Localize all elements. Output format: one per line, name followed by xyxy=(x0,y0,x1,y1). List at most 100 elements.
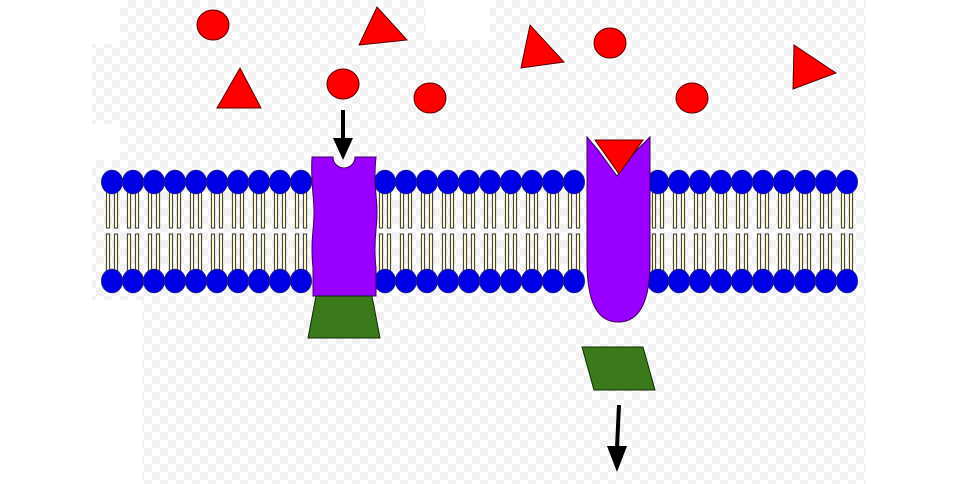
lipid-tail xyxy=(798,233,804,274)
lipid-tail xyxy=(420,233,426,274)
inner-leaflet-heads xyxy=(101,268,858,294)
lipid-tail xyxy=(735,189,741,229)
blank-left-bottom xyxy=(92,300,142,484)
ligand-triangle xyxy=(792,44,838,90)
lipid-head-outer xyxy=(416,169,438,195)
lipid-tail xyxy=(672,189,678,229)
ligand-triangle xyxy=(216,66,262,109)
lipid-tail xyxy=(176,189,182,229)
lipid-tail xyxy=(659,189,665,229)
effector-attached xyxy=(307,295,381,339)
lipid-tail xyxy=(483,233,489,274)
lipid-tail xyxy=(785,189,791,229)
lipid-tail xyxy=(764,189,770,229)
lipid-tail xyxy=(189,189,195,229)
lipid-tail xyxy=(218,233,224,274)
lipid-tail xyxy=(672,233,678,274)
lipid-tail xyxy=(722,189,728,229)
lipid-tail xyxy=(294,233,300,274)
lipid-tail xyxy=(525,189,531,229)
lipid-head-outer xyxy=(710,169,732,195)
lipid-tail xyxy=(525,233,531,274)
lipid-head-outer xyxy=(689,169,711,195)
lipid-head-inner xyxy=(479,268,501,294)
receptor-right-body xyxy=(586,135,651,323)
lipid-head-outer xyxy=(227,169,249,195)
lipid-tail xyxy=(407,189,413,229)
lipid-tail xyxy=(819,233,825,274)
lipid-head-inner xyxy=(290,268,312,294)
lipid-tail xyxy=(470,189,476,229)
lipid-tail xyxy=(113,189,119,229)
lipid-tail xyxy=(210,189,216,229)
lipid-head-inner xyxy=(836,268,858,294)
lipid-head-inner xyxy=(143,268,165,294)
lipid-tail xyxy=(533,233,539,274)
lipid-head-outer xyxy=(752,169,774,195)
blank-right-margin xyxy=(866,0,961,484)
lipid-tail xyxy=(281,189,287,229)
lipid-tail xyxy=(470,233,476,274)
lipid-tail xyxy=(491,189,497,229)
ligand-triangle xyxy=(358,6,409,46)
lipid-head-inner xyxy=(437,268,459,294)
lipid-tail xyxy=(575,189,581,229)
lipid-tail xyxy=(231,189,237,229)
inner-leaflet-tails xyxy=(105,233,854,274)
lipid-tail xyxy=(273,189,279,229)
lipid-tail xyxy=(462,233,468,274)
lipid-tail xyxy=(567,233,573,274)
blank-left-notch xyxy=(92,124,120,160)
lipid-tail xyxy=(827,189,833,229)
lipid-head-outer xyxy=(836,169,858,195)
lipid-tail xyxy=(840,233,846,274)
lipid-head-outer xyxy=(206,169,228,195)
lipid-tail xyxy=(126,233,132,274)
lipid-head-outer xyxy=(143,169,165,195)
lipid-tail xyxy=(399,233,405,274)
lipid-tail xyxy=(714,189,720,229)
lipid-head-inner xyxy=(773,268,795,294)
lipid-tail xyxy=(722,233,728,274)
lipid-head-inner xyxy=(416,268,438,294)
lipid-head-inner xyxy=(542,268,564,294)
lipid-tail xyxy=(806,189,812,229)
lipid-tail xyxy=(252,189,258,229)
lipid-tail xyxy=(252,233,258,274)
lipid-head-inner xyxy=(521,268,543,294)
lipid-head-outer xyxy=(185,169,207,195)
lipid-tail xyxy=(386,233,392,274)
lipid-head-inner xyxy=(500,268,522,294)
effector-released xyxy=(581,346,656,391)
lipid-head-inner xyxy=(731,268,753,294)
lipid-head-outer xyxy=(668,169,690,195)
lipid-tail xyxy=(714,233,720,274)
lipid-tail xyxy=(176,233,182,274)
blank-left-margin xyxy=(0,0,92,484)
lipid-tail xyxy=(399,189,405,229)
lipid-tail xyxy=(848,189,854,229)
signal-arrows xyxy=(333,110,627,472)
blank-top-gap xyxy=(426,0,490,40)
lipid-tail xyxy=(441,233,447,274)
lipid-head-outer xyxy=(248,169,270,195)
lipid-tail xyxy=(659,233,665,274)
lipid-tail xyxy=(428,233,434,274)
lipid-tail xyxy=(105,233,111,274)
lipid-tail xyxy=(764,233,770,274)
lipid-tail xyxy=(294,189,300,229)
lipid-tail xyxy=(743,233,749,274)
lipid-tail xyxy=(651,189,657,229)
lipid-tail xyxy=(693,233,699,274)
outer-leaflet-heads xyxy=(101,169,858,195)
lipid-head-inner xyxy=(248,268,270,294)
lipid-tail xyxy=(218,189,224,229)
lipid-tail xyxy=(134,233,140,274)
lipid-tail xyxy=(239,189,245,229)
checker-left-upper xyxy=(92,44,152,124)
lipid-head-inner xyxy=(269,268,291,294)
lipid-tail xyxy=(449,189,455,229)
lipid-head-inner xyxy=(689,268,711,294)
lipid-head-inner xyxy=(101,268,123,294)
